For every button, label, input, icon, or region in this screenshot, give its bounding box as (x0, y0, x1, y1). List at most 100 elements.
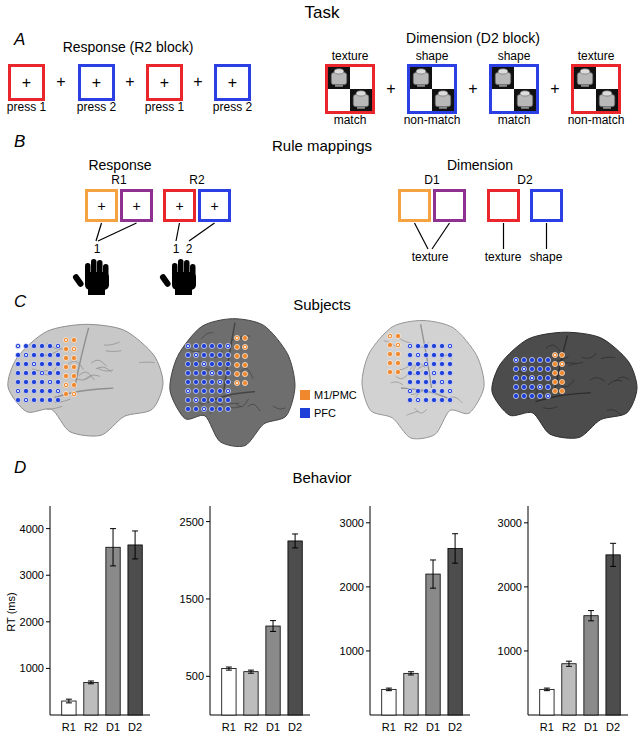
panel-heading: Subjects (293, 296, 351, 313)
electrode-center (187, 390, 189, 392)
electrode (234, 371, 239, 376)
legend-label: M1/PMC (314, 389, 357, 402)
electrode (185, 343, 190, 348)
y-axis (370, 506, 371, 715)
electrode (15, 379, 20, 384)
electrode (63, 382, 68, 387)
electrode (63, 373, 68, 378)
bar-charts (46, 506, 628, 715)
fixation-cross: + (22, 73, 31, 91)
rt-bar (84, 682, 98, 715)
electrode (559, 388, 564, 393)
object-top (602, 91, 612, 96)
gyrus-line (201, 333, 214, 340)
electrode (559, 379, 564, 384)
stimulus-caption: press 1 (145, 101, 184, 115)
thumb (159, 273, 172, 288)
electrode (423, 397, 428, 402)
gyrus-line (91, 360, 107, 366)
electrode (15, 361, 20, 366)
cue-square (400, 191, 430, 221)
electrode (55, 379, 60, 384)
checker-cell (432, 67, 454, 89)
electrode (387, 342, 392, 347)
checker-cell (596, 89, 618, 111)
error-bar (292, 534, 298, 548)
object-base (335, 85, 343, 87)
gyrus-line (569, 363, 584, 366)
stimulus-caption: texture (332, 50, 369, 64)
electrode (217, 361, 222, 366)
gyrus-line (236, 399, 249, 407)
electrode-center (547, 395, 549, 397)
electrode (423, 379, 428, 384)
tick-label: 3000 (340, 516, 364, 529)
checker-cell (328, 89, 350, 111)
electrode (407, 352, 412, 357)
electrode-center (409, 345, 411, 347)
electrode (529, 384, 534, 389)
electrode (47, 361, 52, 366)
gyrus-line (241, 368, 254, 378)
electrode (71, 355, 76, 360)
stimulus-square: +press 1 (146, 64, 183, 101)
rule-name: R2 (189, 174, 204, 188)
rt-bar (584, 616, 598, 715)
electrode (431, 397, 436, 402)
electrode (15, 388, 20, 393)
checker-cell (410, 89, 432, 111)
error-bar (66, 699, 72, 703)
panel-heading: Rule mappings (272, 137, 372, 154)
tick-label: 2500 (180, 515, 204, 528)
electrode (537, 393, 542, 398)
mapping-line (415, 223, 429, 249)
electrode (23, 370, 28, 375)
electrode (545, 366, 550, 371)
electrode-center (515, 359, 517, 361)
electrode (39, 343, 44, 348)
legend-swatch (300, 390, 310, 400)
electrode (537, 375, 542, 380)
gyrus-line (590, 378, 605, 382)
electrode (387, 351, 392, 356)
electrode (387, 369, 392, 374)
gyrus-line (560, 380, 575, 387)
electrode (559, 370, 564, 375)
rt-bar (426, 574, 440, 715)
checker-cell (350, 67, 372, 89)
electrode (242, 344, 247, 349)
rt-bar (540, 689, 554, 715)
electrode (47, 379, 52, 384)
checker-cell (350, 89, 372, 111)
hand-icon (72, 259, 109, 295)
electrode (415, 352, 420, 357)
sulcus (224, 323, 235, 392)
error-bar (408, 672, 414, 675)
electrode (47, 370, 52, 375)
brain-figure (362, 320, 484, 438)
electrode (185, 388, 190, 393)
electrode (439, 388, 444, 393)
checker-cell (410, 67, 432, 89)
electrode (521, 357, 526, 362)
gyrus-line (96, 367, 112, 372)
electrode (39, 388, 44, 393)
electrode (513, 357, 518, 362)
stimulus-square: + (198, 189, 231, 222)
electrode (185, 352, 190, 357)
electrode (395, 351, 400, 356)
dimension-name: texture (412, 251, 449, 265)
object-base (439, 107, 447, 109)
electrode (39, 397, 44, 402)
electrode (225, 361, 230, 366)
electrode-center (41, 372, 43, 374)
electrode-center (449, 390, 451, 392)
electrode-center (25, 354, 27, 356)
electrode (201, 379, 206, 384)
gyrus-line (601, 357, 616, 359)
electrode-center (531, 377, 533, 379)
electrode (395, 369, 400, 374)
legend-label: PFC (314, 407, 336, 420)
electrode (217, 406, 222, 411)
electrode (415, 370, 420, 375)
